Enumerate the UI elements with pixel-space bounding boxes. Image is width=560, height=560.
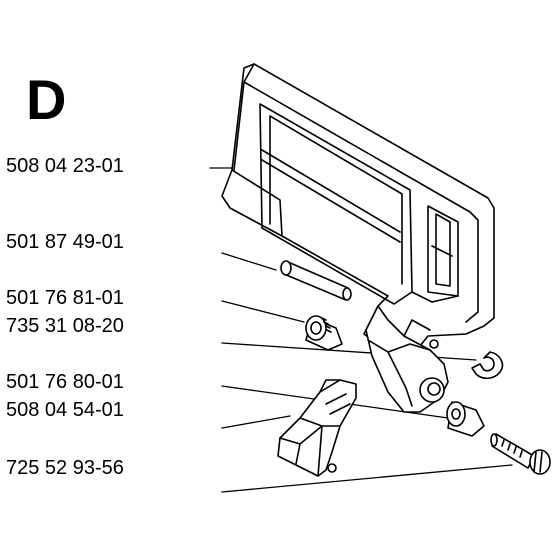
screw-part bbox=[490, 433, 551, 475]
part-number-label: 508 04 23-01 bbox=[6, 155, 124, 177]
part-number-label: 735 31 08-20 bbox=[6, 315, 124, 337]
section-letter: D bbox=[26, 68, 67, 131]
part-number-label: 501 76 81-01 bbox=[6, 287, 124, 309]
leader-line bbox=[221, 300, 305, 323]
part-number-label: 501 87 49-01 bbox=[6, 231, 124, 253]
hand-guard-part bbox=[221, 63, 495, 413]
part-number-label: 725 52 93-56 bbox=[6, 457, 124, 479]
leader-line bbox=[221, 415, 291, 429]
part-number-label: 501 76 80-01 bbox=[6, 371, 124, 393]
e-clip-part bbox=[471, 351, 504, 380]
leader-line bbox=[221, 464, 513, 493]
pin-part bbox=[280, 260, 352, 301]
part-number-label: 508 04 54-01 bbox=[6, 399, 124, 421]
bushing-part bbox=[305, 315, 343, 351]
spring-bracket-part bbox=[277, 379, 357, 477]
bushing-part bbox=[446, 401, 485, 437]
leader-line bbox=[221, 252, 277, 271]
